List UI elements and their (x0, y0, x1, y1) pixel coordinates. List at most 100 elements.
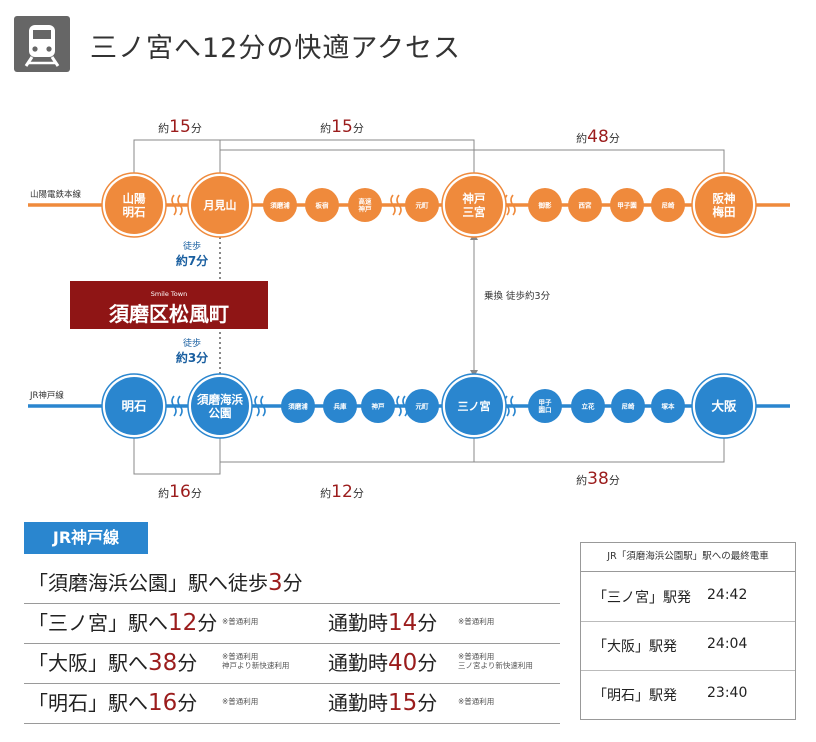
station-label: 甲子園 (617, 200, 637, 209)
station-label: 須磨海浜 (196, 393, 243, 407)
jr-station: 須磨海浜公園 (187, 373, 253, 439)
train-icon (14, 16, 70, 72)
commute-unit: 分 (417, 651, 438, 675)
jr-station: 須磨浦 (281, 389, 315, 423)
destination-minutes: 3 (268, 570, 283, 596)
destination-unit: 分 (177, 691, 198, 715)
access-destination: 「明石」駅へ16分 (28, 687, 197, 716)
destination-unit: 分 (282, 571, 303, 595)
time-label-sanyo-sannomiya: 約15分 (320, 117, 364, 137)
destination-text: 「三ノ宮」駅へ (28, 611, 168, 635)
station-label: 元町 (416, 201, 430, 209)
station-label: 梅田 (713, 205, 736, 219)
commute-text: 通勤時 (328, 651, 388, 675)
jr-station: 明石 (101, 373, 167, 439)
station-label: 塚本 (662, 401, 676, 410)
station-label: 立花 (582, 401, 596, 410)
station-label: 高速 (359, 197, 373, 206)
time-label-jr-osaka: 約38分 (576, 469, 620, 489)
destination-minutes: 12 (168, 610, 198, 636)
commute-time: 通勤時14分 (328, 607, 437, 636)
destination-unit: 分 (177, 651, 198, 675)
commute-minutes: 40 (388, 650, 418, 676)
sanyo-station: 月見山 (187, 172, 253, 238)
access-row: 「須磨海浜公園」駅へ徒歩3分 (24, 563, 560, 604)
station-label: 阪神 (713, 192, 736, 206)
station-label: 明石 (123, 205, 146, 219)
access-note: ※普通利用 (222, 617, 259, 626)
svg-text:徒歩: 徒歩 (183, 240, 201, 252)
station-label: 須磨浦 (288, 401, 308, 410)
station-label: 兵庫 (334, 401, 348, 410)
property-sub: Smile Town (151, 290, 187, 298)
access-row: 「明石」駅へ16分※普通利用通勤時15分※普通利用 (24, 683, 560, 724)
route-diagram: 山陽電鉄本線JR神戸線山陽明石月見山須磨浦板宿高速神戸元町神戸三宮御影西宮甲子園… (28, 117, 790, 502)
station-label: 明石 (121, 399, 146, 414)
commute-time: 通勤時15分 (328, 687, 437, 716)
jr-station: 神戸 (361, 389, 395, 423)
jr-station: 大阪 (691, 373, 757, 439)
svg-text:約3分: 約3分 (176, 350, 208, 365)
station-label: 西宮 (579, 200, 593, 209)
commute-unit: 分 (417, 611, 438, 635)
route-bracket (133, 436, 221, 475)
jr-station: 元町 (405, 389, 439, 423)
station-label: 御影 (538, 200, 553, 209)
sanyo-station: 御影 (528, 188, 562, 222)
destination-minutes: 38 (148, 650, 178, 676)
sanyo-station: 西宮 (568, 188, 602, 222)
access-destination: 「大阪」駅へ38分 (28, 647, 197, 676)
route-bracket (133, 139, 221, 178)
route-bracket (219, 139, 475, 178)
station-label: 月見山 (203, 198, 237, 212)
station-label: 大阪 (711, 399, 737, 414)
access-row: 「大阪」駅へ38分※普通利用神戸より新快速利用通勤時40分※普通利用三ノ宮より新… (24, 643, 560, 684)
station-label: 三宮 (463, 205, 486, 219)
access-row: 「三ノ宮」駅へ12分※普通利用通勤時14分※普通利用 (24, 603, 560, 644)
rail-skip-mark (390, 194, 402, 216)
commute-text: 通勤時 (328, 691, 388, 715)
access-note: ※普通利用神戸より新快速利用 (222, 652, 290, 670)
commute-note: ※普通利用 (458, 617, 495, 626)
last-train-time: 24:42 (707, 587, 748, 603)
last-train-station: 「明石」駅発 (593, 688, 677, 704)
sanyo-station: 尼崎 (651, 188, 685, 222)
jr-station: 立花 (571, 389, 605, 423)
sanyo-station: 元町 (405, 188, 439, 222)
destination-unit: 分 (197, 611, 218, 635)
page-title: 三ノ宮へ12分の快適アクセス (90, 33, 462, 64)
jr-station: 塚本 (651, 389, 685, 423)
time-label-sanyo-akashi: 約15分 (158, 117, 202, 137)
sanyo-station: 板宿 (305, 188, 339, 222)
time-label-sanyo-umeda: 約48分 (576, 127, 620, 147)
transfer-label: 乗換 徒歩約3分 (484, 290, 551, 302)
route-bracket (220, 149, 725, 178)
jr-line-name: JR神戸線 (29, 390, 64, 401)
route-bracket (219, 436, 475, 463)
walk-time-to-sumakaihinkoen: 徒歩約3分 (176, 337, 208, 365)
destination-text: 「須磨海浜公園」駅へ徒歩 (28, 571, 268, 595)
commute-text: 通勤時 (328, 611, 388, 635)
jr-station: 兵庫 (323, 389, 357, 423)
station-label: 公園 (209, 406, 232, 420)
last-train-title: JR「須磨海浜公園駅」駅への最終電車 (581, 543, 795, 572)
station-label: 山陽 (123, 192, 146, 206)
station-label: 神戸 (359, 204, 373, 213)
station-label: 神戸 (463, 192, 486, 206)
rail-skip-mark (171, 194, 183, 216)
station-label: 園口 (539, 405, 552, 414)
commute-time: 通勤時40分 (328, 647, 437, 676)
destination-minutes: 16 (148, 690, 178, 716)
time-label-jr-akashi: 約16分 (158, 482, 202, 502)
last-train-station: 「三ノ宮」駅発 (593, 590, 691, 606)
commute-note: ※普通利用 (458, 697, 495, 706)
rail-skip-mark (171, 395, 183, 417)
station-label: 三ノ宮 (458, 399, 491, 413)
